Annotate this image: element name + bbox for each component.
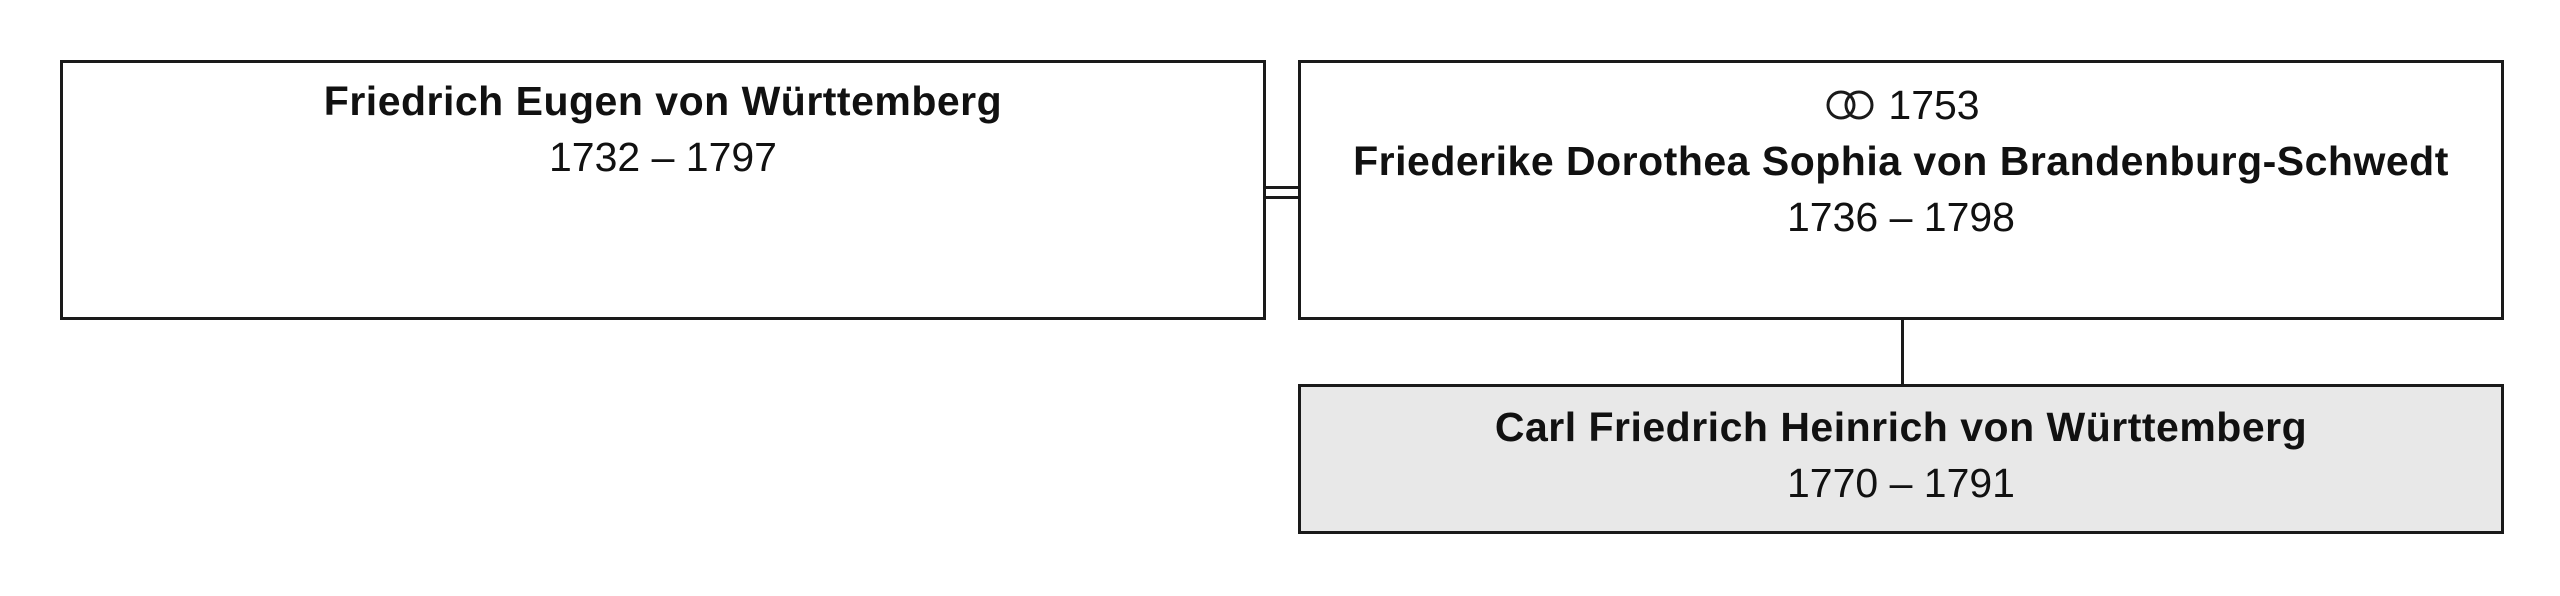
mother-dates: 1736 – 1798 (1786, 194, 2015, 240)
person-box-father[interactable]: Friedrich Eugen von Württemberg 1732 – 1… (60, 60, 1266, 320)
person-box-mother[interactable]: 1753 Friederike Dorothea Sophia von Bran… (1298, 60, 2504, 320)
father-dates: 1732 – 1797 (548, 134, 777, 180)
person-box-child[interactable]: Carl Friedrich Heinrich von Württemberg … (1298, 384, 2504, 534)
child-name: Carl Friedrich Heinrich von Württemberg (1494, 404, 2308, 450)
wedding-rings-icon (1826, 90, 1874, 120)
child-connector-line (1901, 320, 1904, 384)
marriage-year: 1753 (1888, 82, 1980, 128)
spouse-connector-line (1266, 196, 1298, 199)
father-name: Friedrich Eugen von Württemberg (323, 78, 1003, 124)
mother-name: Friederike Dorothea Sophia von Brandenbu… (1353, 138, 2449, 184)
marriage-info: 1753 (1301, 77, 2501, 133)
spouse-connector-line (1266, 186, 1298, 189)
child-dates: 1770 – 1791 (1786, 460, 2015, 506)
